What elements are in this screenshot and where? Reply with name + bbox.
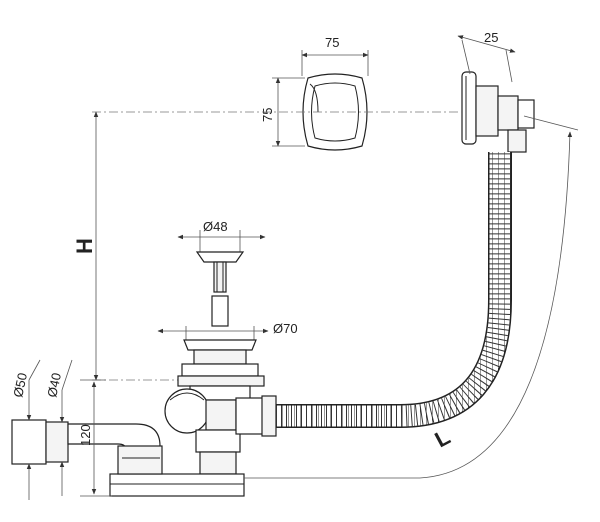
overflow-fitting-side-view: [461, 71, 535, 153]
overflow-height-label: 75: [260, 108, 275, 122]
stopper-diameter-label: Ø48: [203, 219, 228, 234]
length-l-label: L: [431, 424, 455, 452]
outlet-diameter-50-label: Ø50: [10, 371, 30, 398]
overflow-width-dimension: 75: [301, 35, 369, 76]
trap-height-dimension: 120: [78, 379, 112, 497]
height-h-label: H: [72, 238, 97, 254]
overflow-height-dimension: 75: [260, 77, 305, 147]
trap-height-label: 120: [78, 424, 93, 446]
outlet-diameter-40-label: Ø40: [44, 371, 64, 398]
stopper-assembly: Ø48: [177, 219, 266, 327]
flexible-hose: [276, 152, 512, 428]
trap-body: [109, 388, 277, 497]
drain-plug-assembly: Ø70: [157, 321, 298, 401]
height-h-dimension: H: [72, 111, 462, 381]
overflow-depth-label: 25: [484, 30, 498, 45]
outlet-diameter-dimensions: Ø50 Ø40: [10, 359, 73, 500]
overflow-width-label: 75: [325, 35, 339, 50]
drain-diameter-label: Ø70: [273, 321, 298, 336]
overflow-depth-dimension: 25: [457, 30, 516, 83]
